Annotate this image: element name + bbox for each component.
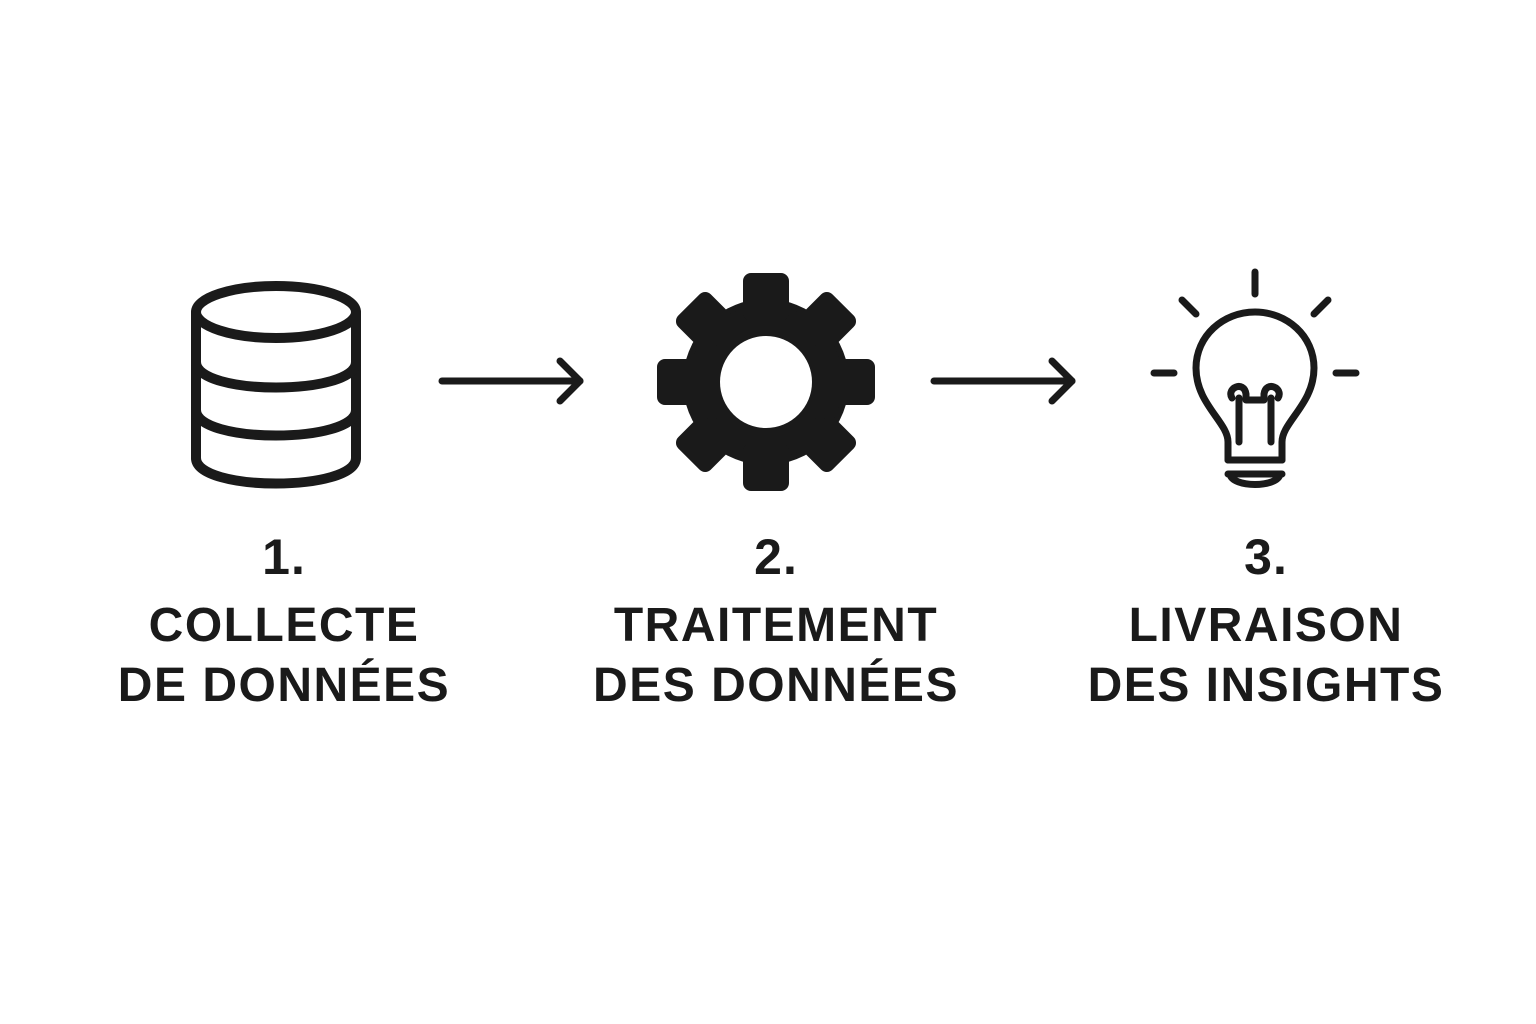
arrow-right-icon (928, 356, 1080, 406)
step-3-number: 3. (1244, 529, 1288, 585)
step-2-label: 2. TRAITEMENT DES DONNÉES (566, 530, 986, 716)
arrow-right-icon (436, 356, 588, 406)
database-icon (186, 280, 366, 490)
step-2-title-line-2: DES DONNÉES (593, 659, 959, 712)
step-3-label: 3. LIVRAISON DES INSIGHTS (1060, 530, 1472, 716)
step-3-title-line-1: LIVRAISON (1128, 599, 1404, 652)
step-2-title-line-1: TRAITEMENT (613, 599, 939, 652)
step-1-number: 1. (262, 529, 306, 585)
step-2-number: 2. (754, 529, 798, 585)
step-1-title-line-2: DE DONNÉES (117, 659, 451, 712)
step-3-title-line-2: DES INSIGHTS (1087, 659, 1445, 712)
lightbulb-icon (1146, 266, 1364, 498)
step-1-label: 1. COLLECTE DE DONNÉES (94, 530, 474, 716)
step-1-title-line-1: COLLECTE (148, 599, 420, 652)
gear-icon (652, 268, 880, 496)
